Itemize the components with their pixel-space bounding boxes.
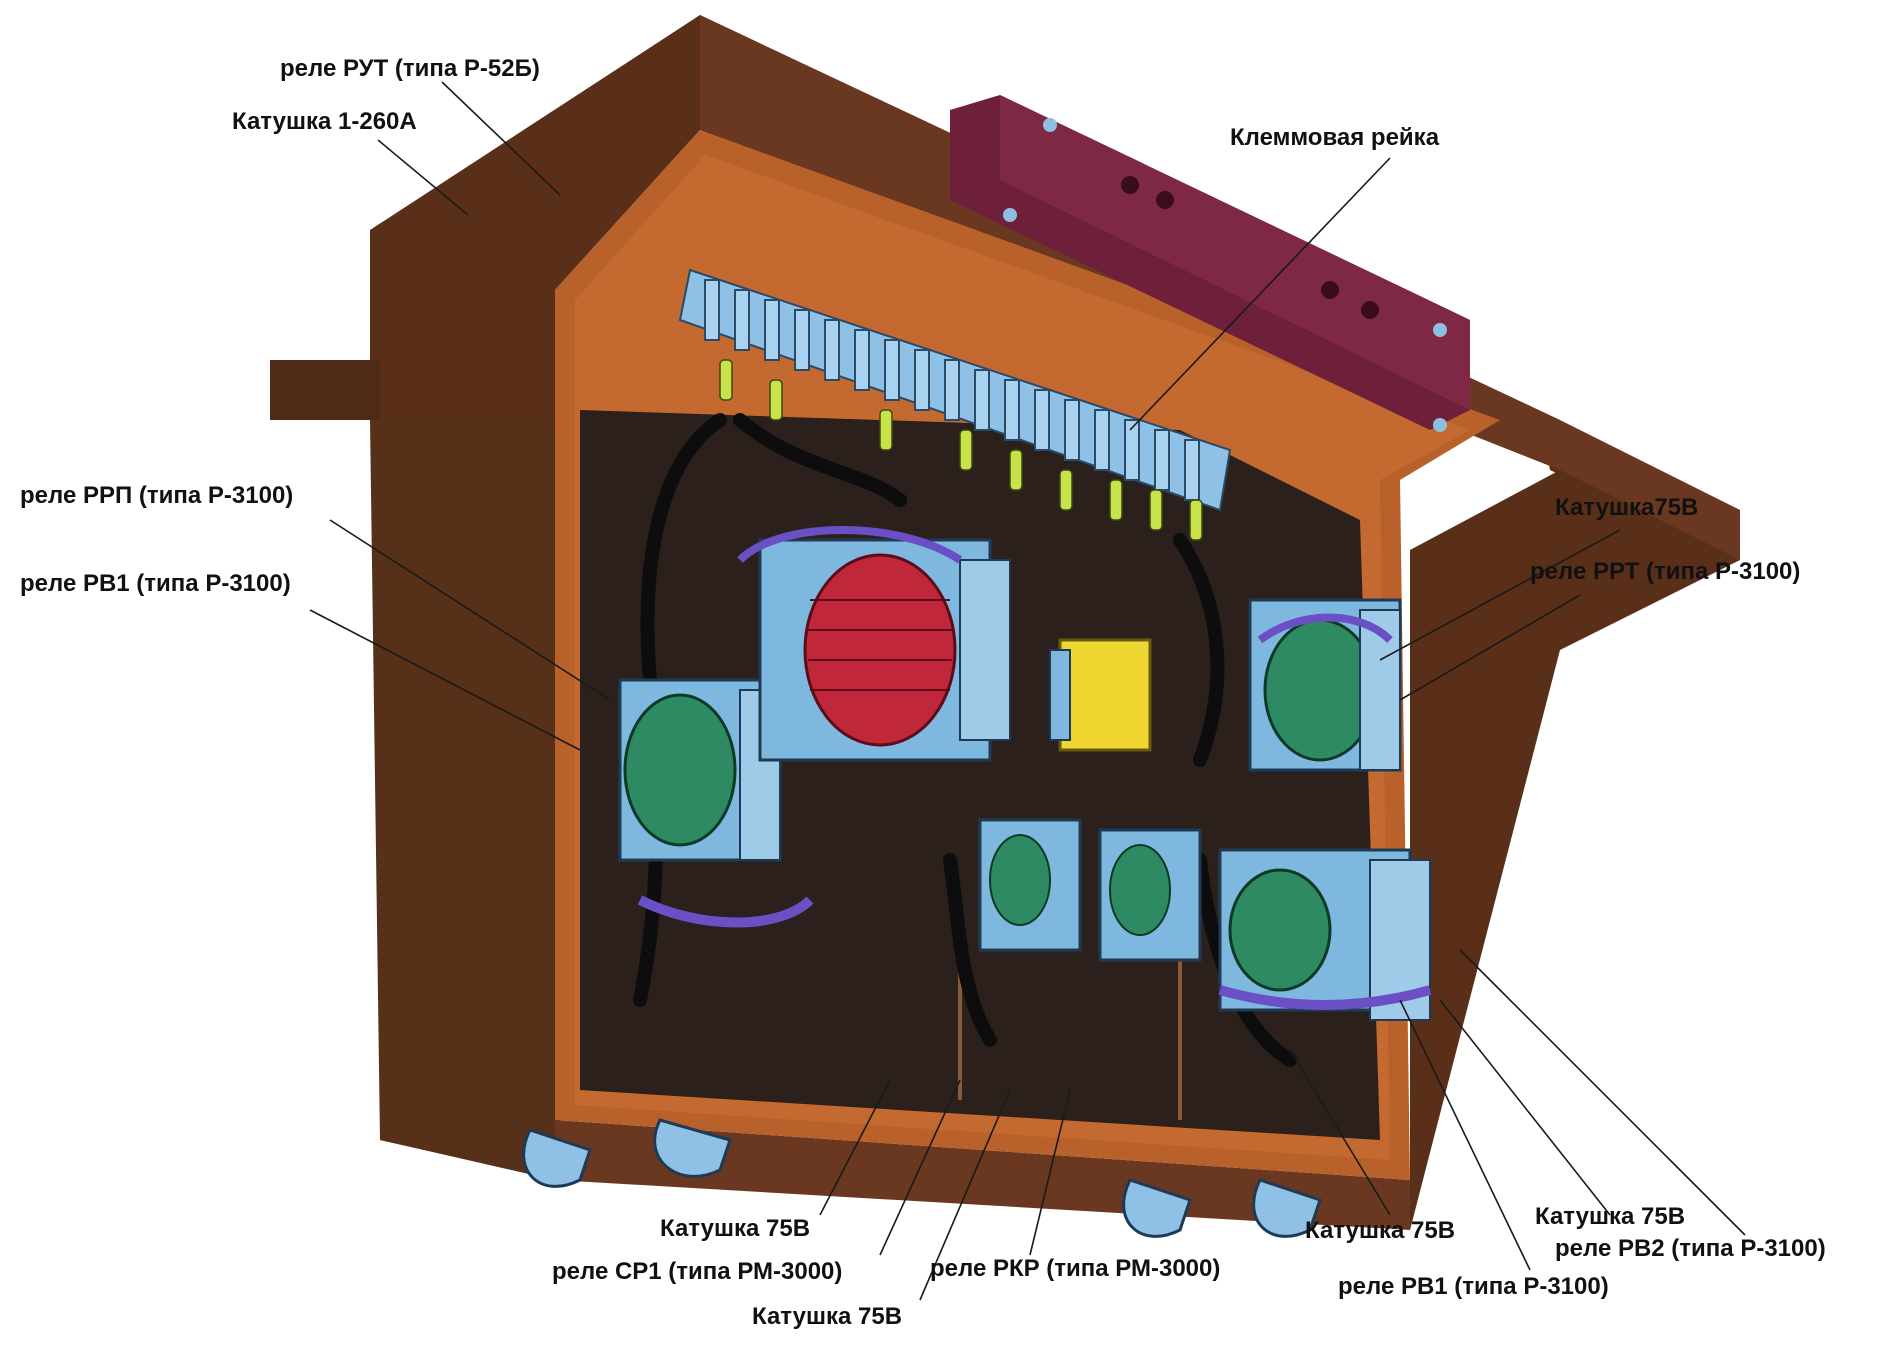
label-rrt-relay: реле РРТ (типа Р-3100) [1530,558,1801,585]
label-rv2-relay: реле РВ2 (типа Р-3100) [1555,1235,1826,1262]
relay-center-red-coil [737,526,1011,762]
label-sr1-relay: реле СР1 (типа РМ-3000) [552,1258,843,1285]
terminal-block [950,95,1470,432]
label-rrp-relay: реле РРП (типа Р-3100) [20,482,294,509]
relay-bottom-right [1218,848,1432,1021]
relay-yellow [1049,638,1152,752]
label-terminal-strip: Клеммовая рейка [1230,124,1440,151]
label-rv1-relay-right: реле РВ1 (типа Р-3100) [1338,1273,1609,1300]
label-coil-75v-bottom-2: Катушка 75В [752,1303,903,1330]
relay-left [618,678,814,928]
label-rut-relay: реле РУТ (типа Р-52Б) [280,55,540,82]
terminal-strip [678,268,1232,541]
label-coil-75v-bottom-4: Катушка 75В [1535,1203,1686,1230]
relay-bottom-middle [978,818,1202,962]
mounting-feet [522,1118,1322,1238]
label-coil-75v-right-top: Катушка75В [1555,494,1699,521]
relay-right-top [1248,598,1402,772]
label-rv1-relay-left: реле РВ1 (типа Р-3100) [20,570,291,597]
leader-lines [309,81,1746,1301]
label-coil-260a: Катушка 1-260А [232,108,417,135]
label-coil-75v-bottom-1: Катушка 75В [660,1215,811,1242]
label-coil-75v-bottom-3: Катушка 75В [1305,1217,1456,1244]
label-rkr-relay: реле РКР (типа РМ-3000) [930,1255,1221,1282]
